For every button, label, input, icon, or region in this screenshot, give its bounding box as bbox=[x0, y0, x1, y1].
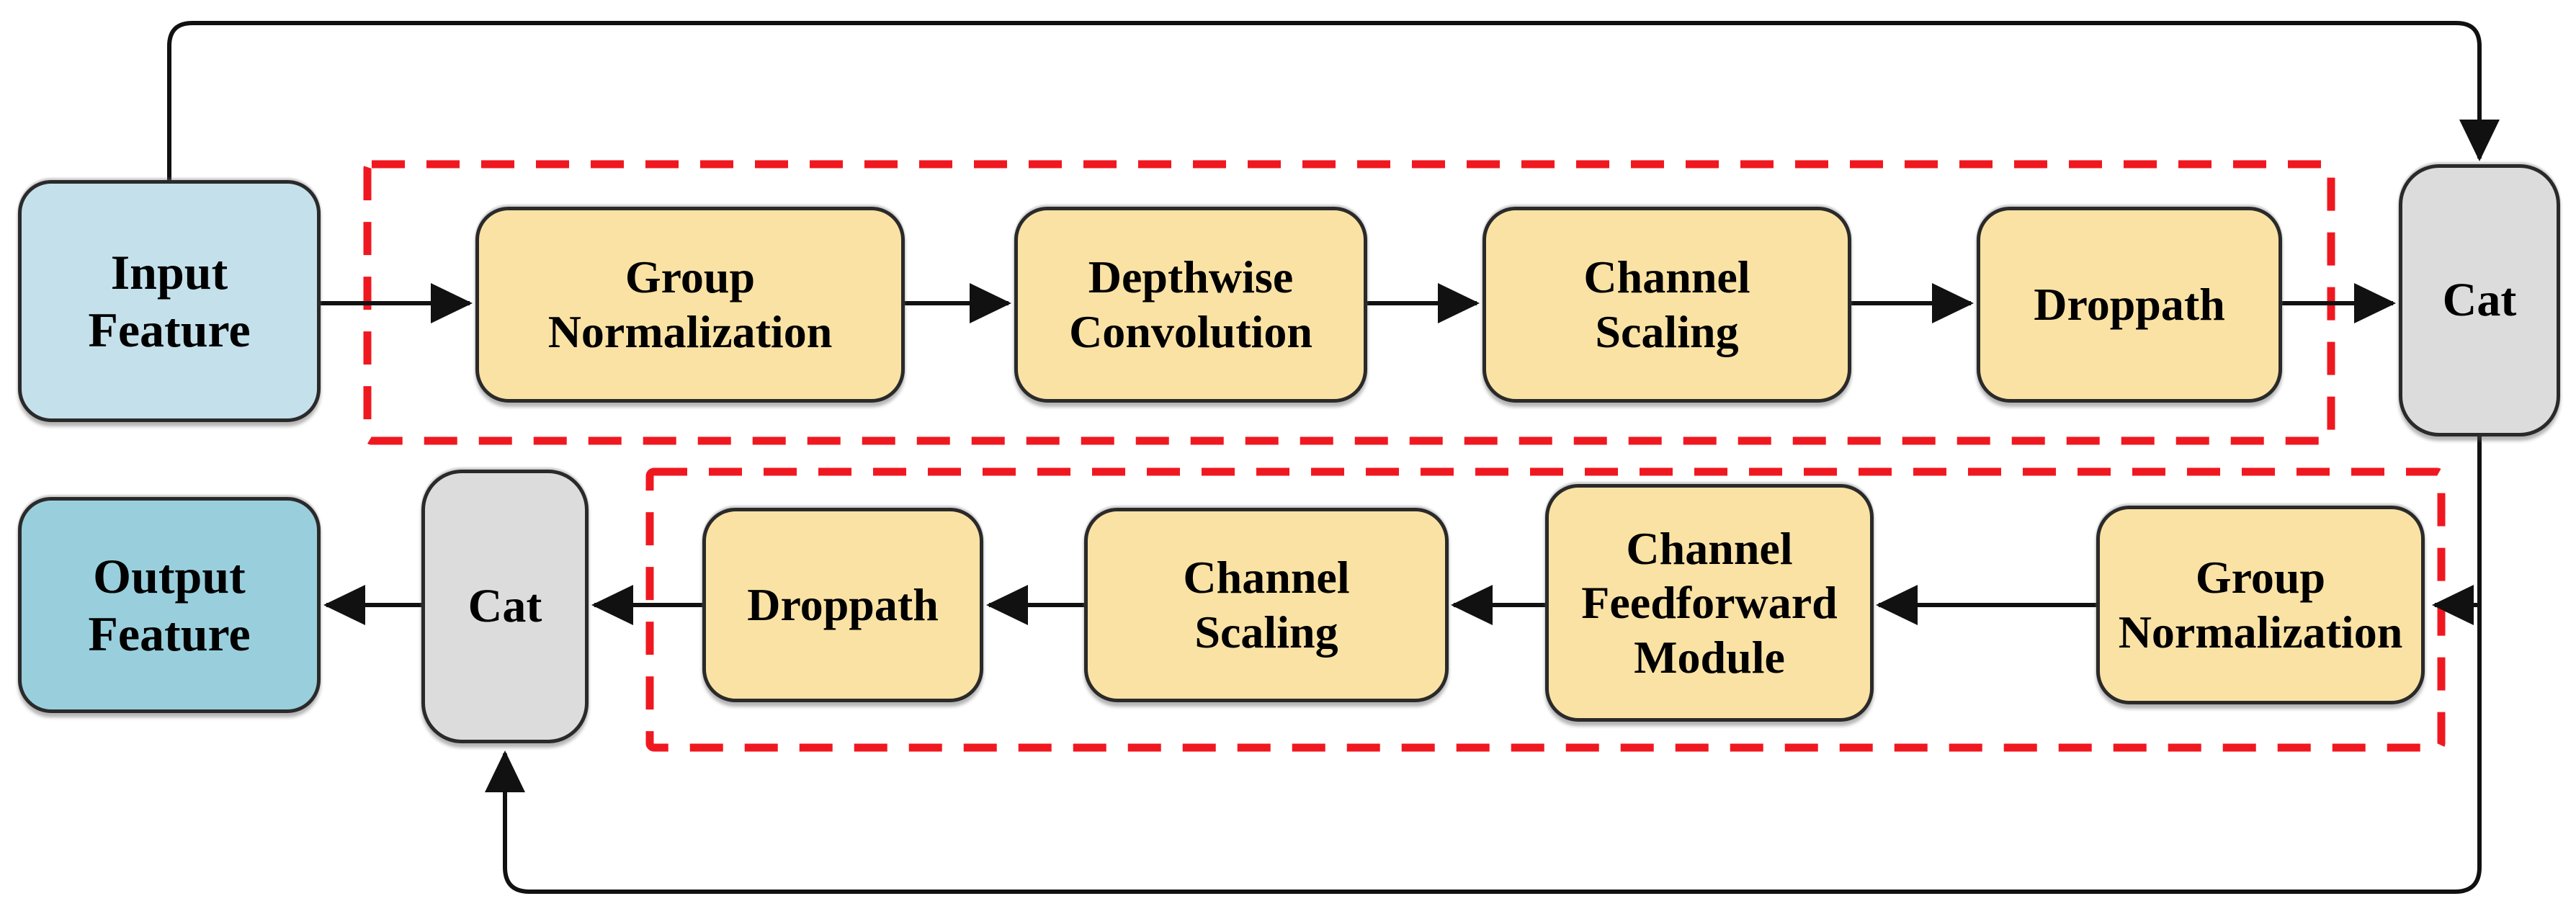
channel-scaling-bottom-label: Channel Scaling bbox=[1183, 552, 1350, 658]
droppath-top-label: Droppath bbox=[2034, 279, 2225, 331]
channel-feedforward-module-label: Channel Feedforward Module bbox=[1581, 522, 1838, 683]
depthwise-convolution-node: Depthwise Convolution bbox=[1014, 207, 1367, 403]
channel-scaling-top-node: Channel Scaling bbox=[1482, 207, 1851, 403]
droppath-bottom-node: Droppath bbox=[702, 508, 983, 702]
channel-scaling-top-label: Channel Scaling bbox=[1583, 251, 1750, 357]
group-normalization-top-label: Group Normalization bbox=[547, 251, 833, 357]
channel-scaling-bottom-node: Channel Scaling bbox=[1084, 508, 1449, 702]
group-normalization-top-node: Group Normalization bbox=[475, 207, 905, 403]
group-normalization-bottom-label: Group Normalization bbox=[2118, 552, 2403, 658]
input-feature-node: Input Feature bbox=[18, 180, 321, 422]
output-feature-label: Output Feature bbox=[88, 548, 251, 661]
cat-bottom-node: Cat bbox=[421, 470, 589, 743]
cat-top-node: Cat bbox=[2399, 164, 2560, 436]
skip-connection-input-to-cat-top bbox=[167, 21, 2500, 182]
group-normalization-bottom-node: Group Normalization bbox=[2096, 506, 2425, 704]
output-feature-node: Output Feature bbox=[18, 497, 321, 713]
droppath-bottom-label: Droppath bbox=[747, 579, 939, 631]
cat-top-label: Cat bbox=[2442, 274, 2517, 327]
input-feature-label: Input Feature bbox=[88, 244, 251, 357]
depthwise-convolution-label: Depthwise Convolution bbox=[1069, 251, 1312, 357]
skip-connection-cat-to-cat-bottom bbox=[485, 605, 2482, 894]
channel-feedforward-module-node: Channel Feedforward Module bbox=[1545, 484, 1874, 722]
droppath-top-node: Droppath bbox=[1977, 207, 2282, 403]
cat-bottom-label: Cat bbox=[468, 580, 542, 633]
